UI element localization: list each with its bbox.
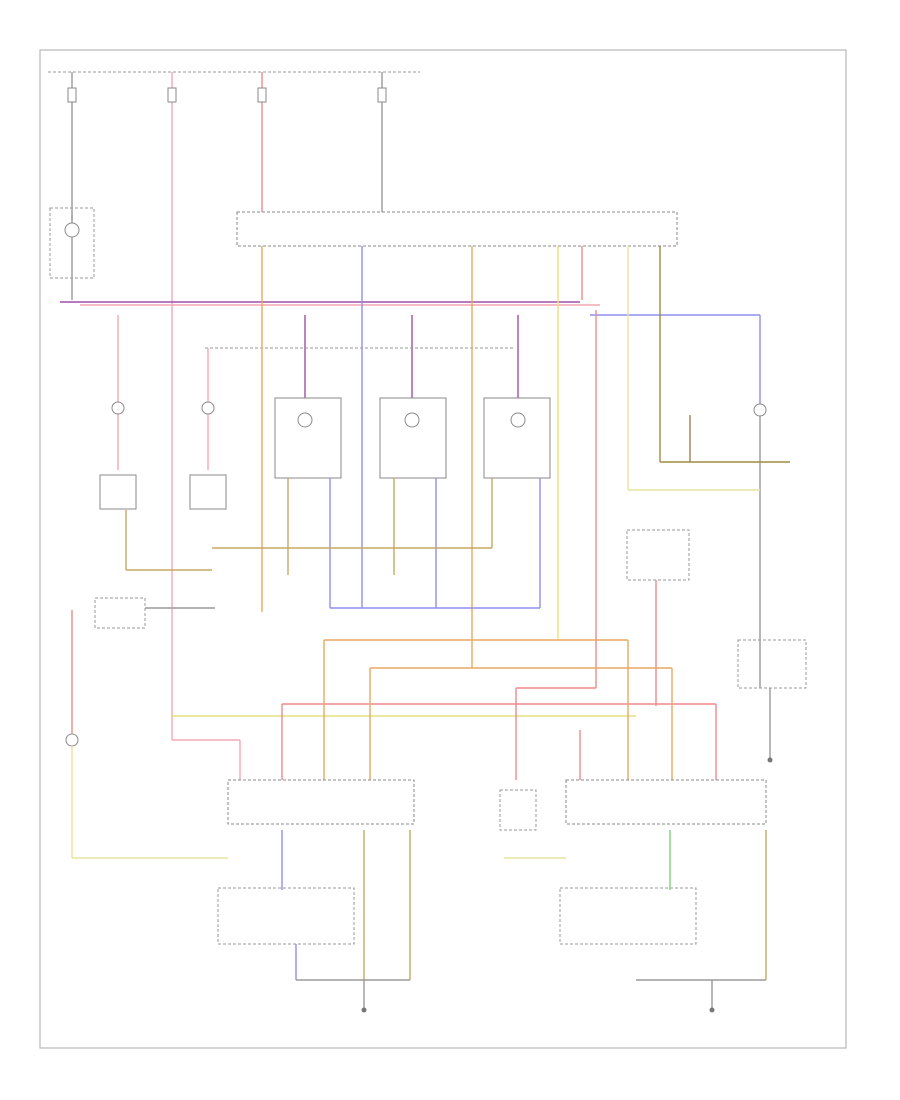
left-rear-door-switch (99, 474, 137, 510)
left-door-light (65, 610, 228, 859)
passenger-switch-block (559, 887, 697, 945)
glove-box-light (49, 207, 95, 300)
right-rear-door-switch (189, 474, 227, 510)
ground-trunk (767, 757, 773, 763)
fuse-2 (167, 72, 177, 740)
ground-left (361, 980, 367, 1013)
front-right-dome (483, 397, 551, 479)
right-rear-reading-light (201, 348, 215, 470)
front-center-dome (379, 397, 447, 479)
fuse-4 (377, 72, 387, 212)
front-left-dome (274, 397, 342, 479)
passenger-door-module (565, 779, 767, 825)
right-door-light (499, 789, 566, 859)
driver-switch-block (217, 887, 355, 945)
central-control-module (236, 211, 678, 247)
luggage-light (753, 403, 767, 688)
small-switch (94, 597, 215, 629)
switch-box (626, 529, 690, 581)
fuse-1 (67, 72, 77, 220)
left-rear-reading-light (111, 315, 125, 470)
ground-right (709, 980, 715, 1013)
luggage-switch (737, 639, 807, 689)
diagram-frame (39, 49, 847, 1049)
driver-door-module (227, 779, 415, 825)
fuse-3 (257, 72, 267, 212)
